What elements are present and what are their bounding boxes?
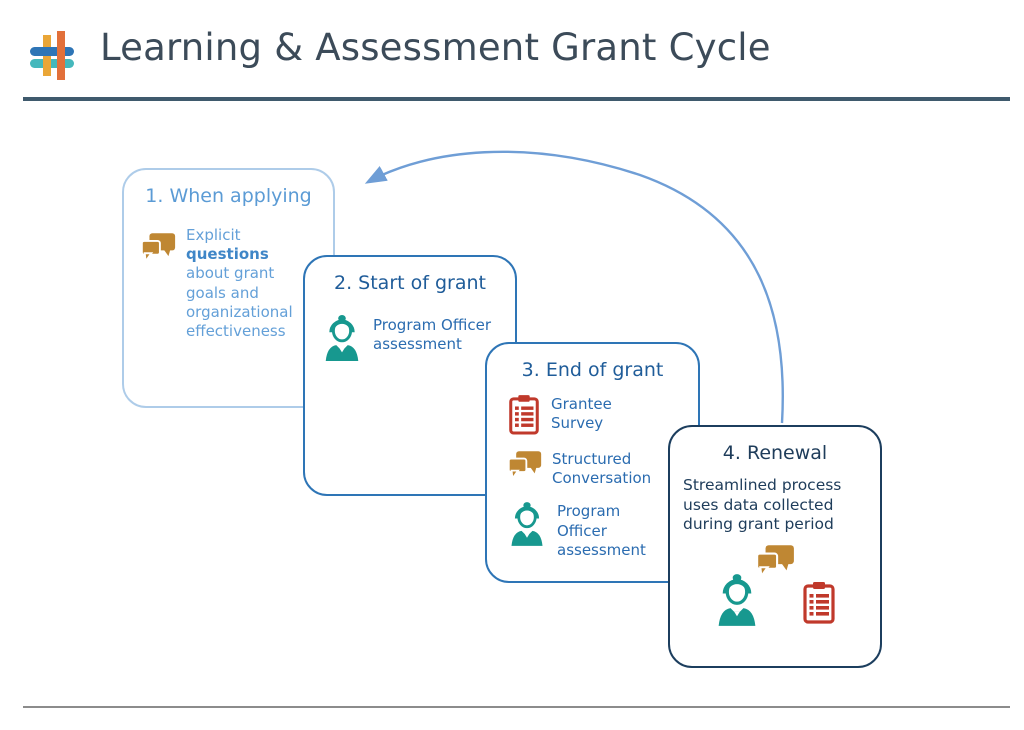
item-label: Structured Conversation [552,450,652,488]
item-label: Program Officer assessment [557,502,646,559]
renewal-icon-cluster [670,535,880,645]
chat-bubbles-icon [140,233,176,264]
header-divider [23,97,1010,101]
footer-divider [23,706,1010,708]
clipboard-icon [803,582,835,624]
page-title: Learning & Assessment Grant Cycle [100,26,771,69]
card-title: 2. Start of grant [334,272,486,294]
card-title: 1. When applying [145,185,312,207]
card-title: 4. Renewal [722,442,828,464]
list-item: Explicit questions about grant goals and… [124,226,333,341]
renewal-description: Streamlined process uses data collected … [683,476,842,534]
clipboard-icon [509,395,539,435]
list-item: Program Officer assessment [487,501,698,560]
list-item: Structured Conversation [487,449,698,488]
card-title: 3. End of grant [521,359,664,381]
hash-weave-logo-icon [30,31,74,80]
chat-bubbles-icon [507,451,542,481]
list-item: Grantee Survey [487,394,698,436]
item-label: Grantee Survey [551,395,612,433]
card-when-applying: 1. When applying Explicit questions abou… [122,168,335,408]
person-icon [325,315,359,361]
chat-bubbles-icon [756,545,794,580]
person-icon [511,502,543,547]
list-item: Program Officer assessment [305,314,515,362]
item-label: Explicit questions about grant goals and… [186,226,293,340]
person-icon [718,574,756,626]
card-renewal: 4. Renewal Streamlined process uses data… [668,425,882,668]
